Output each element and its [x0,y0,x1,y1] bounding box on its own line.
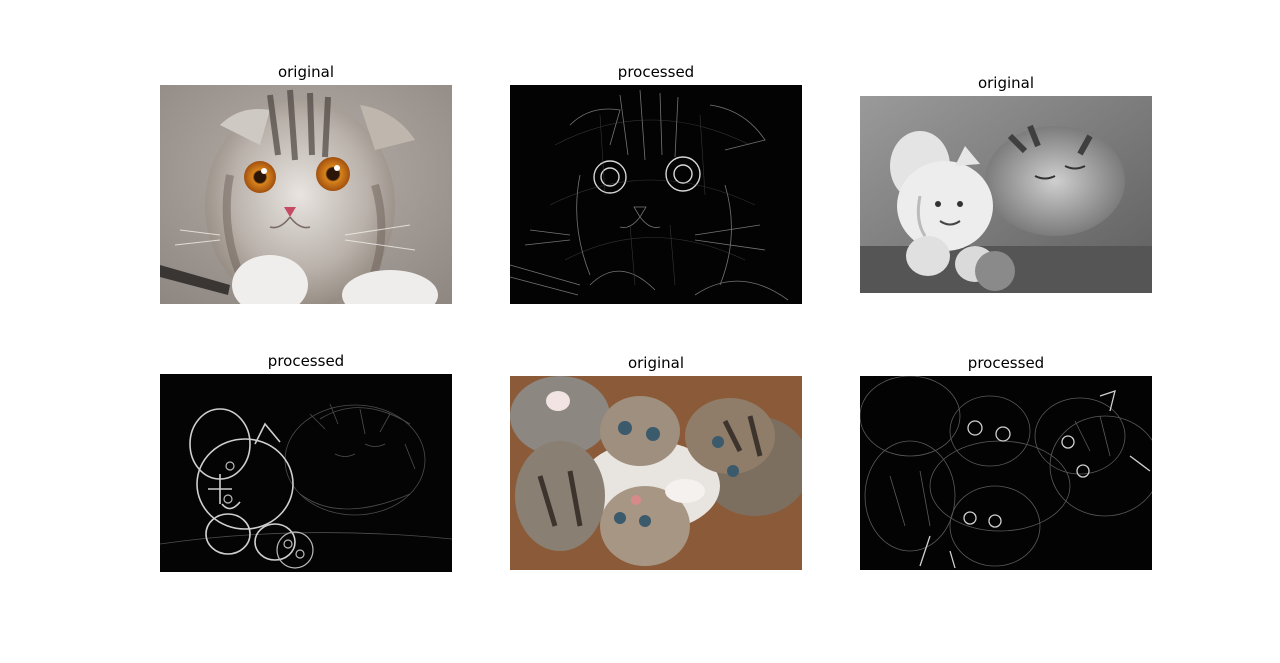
panel-original-1: original [160,62,452,304]
kitten-with-plush-photo [860,96,1152,293]
panel-original-3: original [510,353,802,570]
cat-photo [160,85,452,304]
panel-title: processed [267,352,345,370]
panel-processed-2: processed [160,351,452,572]
kittens-pile-photo [510,376,802,570]
panel-title: processed [617,63,695,81]
edge-detected-kitten-plush-image [160,374,452,572]
panel-title: original [977,74,1035,92]
edge-detected-cat-image [510,85,802,304]
edge-detected-kittens-image [860,376,1152,570]
panel-title: original [627,354,685,372]
panel-processed-3: processed [860,353,1152,570]
panel-processed-1: processed [510,62,802,304]
panel-title: processed [967,354,1045,372]
panel-original-2: original [860,73,1152,293]
panel-title: original [277,63,335,81]
